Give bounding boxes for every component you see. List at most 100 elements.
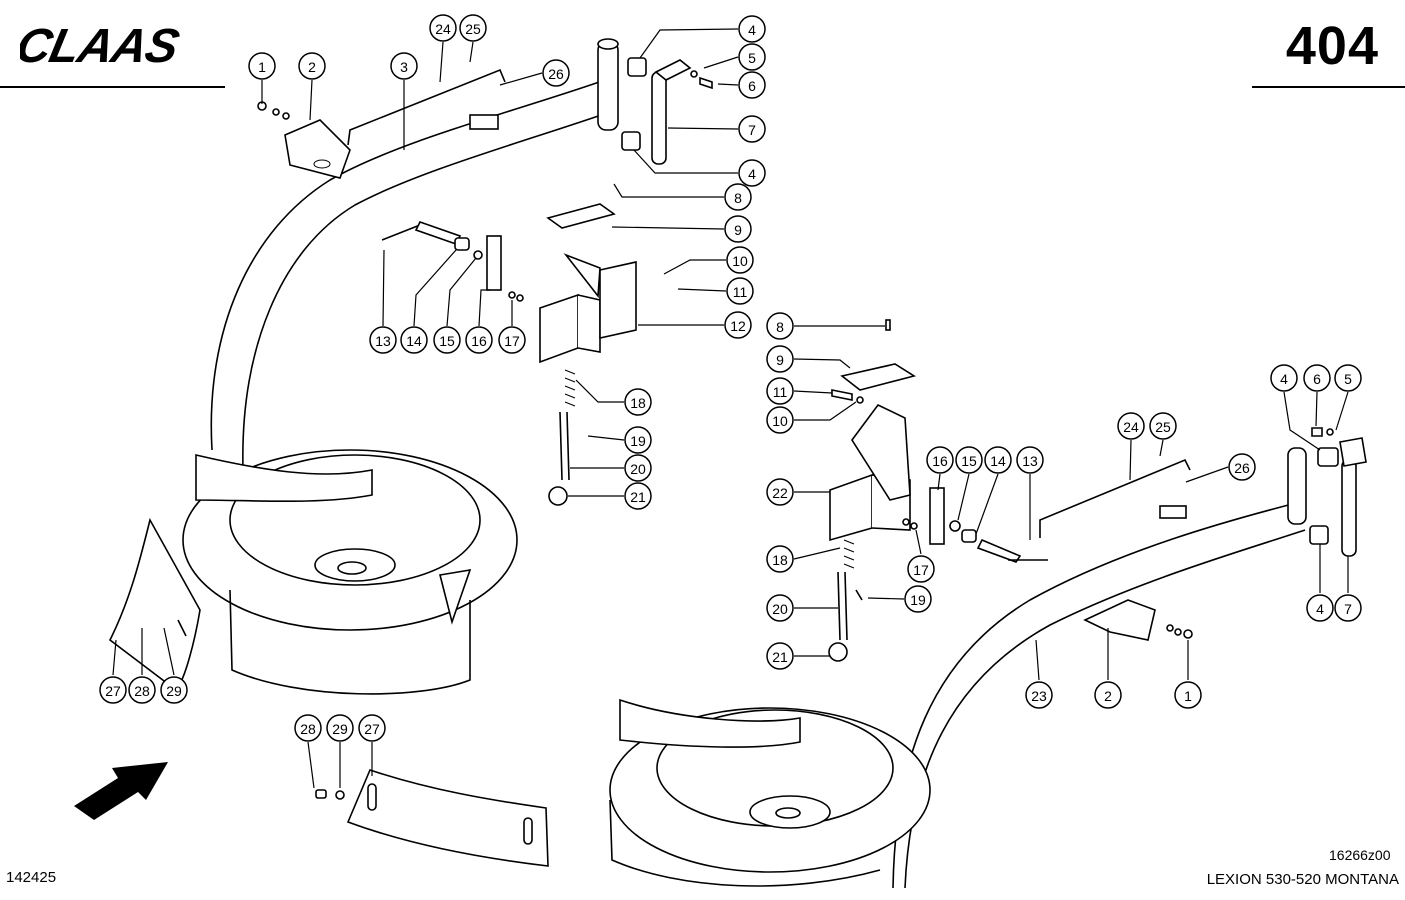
left-assembly — [108, 38, 713, 695]
callout-6: 6 — [1303, 364, 1331, 392]
callout-23: 23 — [1025, 681, 1053, 709]
callout-11: 11 — [766, 377, 794, 405]
callout-label: 6 — [748, 78, 756, 94]
callout-label: 24 — [1123, 419, 1139, 435]
callout-circle — [926, 446, 954, 474]
callout-label: 9 — [776, 352, 784, 368]
callout-label: 17 — [504, 333, 520, 349]
callout-18: 18 — [766, 545, 794, 573]
callout-label: 14 — [406, 333, 422, 349]
callout-1: 1 — [1174, 681, 1202, 709]
callout-circle — [1334, 364, 1362, 392]
callout-circle — [1270, 364, 1298, 392]
callout-label: 12 — [730, 318, 746, 334]
post-tube-right — [1287, 447, 1307, 525]
callout-circle — [738, 71, 766, 99]
callout-12: 12 — [724, 311, 752, 339]
callout-9: 9 — [766, 345, 794, 373]
right-assembly — [609, 319, 1367, 889]
callout-label: 3 — [400, 59, 408, 75]
callout-circle — [294, 714, 322, 742]
callout-label: 23 — [1031, 688, 1047, 704]
callout-4: 4 — [738, 15, 766, 43]
callout-circle — [766, 478, 794, 506]
svg-text:CLAAS: CLAAS — [20, 22, 183, 68]
pin-left — [651, 71, 667, 165]
callout-circle — [498, 326, 526, 354]
callout-circle — [400, 326, 428, 354]
callout-label: 17 — [913, 562, 929, 578]
callout-5: 5 — [1334, 364, 1362, 392]
knob-21-right — [828, 642, 848, 662]
callout-label: 20 — [772, 601, 788, 617]
callout-label: 25 — [465, 21, 481, 37]
callout-circle — [724, 215, 752, 243]
callout-29: 29 — [160, 676, 188, 704]
callout-label: 24 — [435, 21, 451, 37]
callout-circle — [542, 59, 570, 87]
callout-circle — [1094, 681, 1122, 709]
callout-label: 22 — [772, 485, 788, 501]
callout-29: 29 — [326, 714, 354, 742]
callout-label: 5 — [1344, 371, 1352, 387]
callout-label: 16 — [471, 333, 487, 349]
callout-circle — [624, 388, 652, 416]
callout-label: 20 — [630, 461, 646, 477]
callout-circle — [433, 326, 461, 354]
callout-13: 13 — [1016, 446, 1044, 474]
callout-26: 26 — [542, 59, 570, 87]
callout-16: 16 — [926, 446, 954, 474]
callout-label: 4 — [1316, 601, 1324, 617]
callout-circle — [358, 714, 386, 742]
callout-label: 10 — [772, 413, 788, 429]
callout-24: 24 — [429, 14, 457, 42]
shield-left — [108, 517, 201, 692]
callout-10: 10 — [766, 406, 794, 434]
callout-2: 2 — [298, 52, 326, 80]
callout-label: 26 — [1234, 460, 1250, 476]
callout-circle — [724, 311, 752, 339]
callout-25: 25 — [1149, 412, 1177, 440]
callout-22: 22 — [766, 478, 794, 506]
callout-circle — [298, 52, 326, 80]
callout-label: 16 — [932, 453, 948, 469]
bushing-bottom-left — [621, 131, 641, 151]
callout-label: 18 — [772, 552, 788, 568]
rod-left — [347, 68, 506, 146]
callout-circle — [738, 159, 766, 187]
callout-circle — [907, 555, 935, 583]
callout-label: 1 — [1184, 688, 1192, 704]
callout-circle — [766, 545, 794, 573]
callout-circle — [955, 446, 983, 474]
bracket-right — [1083, 599, 1156, 641]
bracket-12-left — [539, 293, 579, 364]
callout-19: 19 — [624, 426, 652, 454]
callout-label: 5 — [748, 50, 756, 66]
bushing-top-left — [627, 57, 647, 77]
callout-circle — [624, 482, 652, 510]
callout-21: 21 — [766, 642, 794, 670]
frame-tube-left — [210, 79, 606, 451]
callout-6: 6 — [738, 71, 766, 99]
callout-20: 20 — [624, 454, 652, 482]
post-tube-left — [597, 41, 619, 131]
model-label: LEXION 530-520 MONTANA — [1206, 871, 1399, 888]
callout-circle — [766, 377, 794, 405]
callout-2: 2 — [1094, 681, 1122, 709]
plate-9-left — [546, 203, 616, 229]
callout-circle — [766, 642, 794, 670]
direction-arrow — [74, 762, 168, 820]
callout-circle — [465, 326, 493, 354]
callout-circle — [766, 594, 794, 622]
header-rule-right — [1252, 86, 1405, 88]
callout-label: 18 — [630, 395, 646, 411]
callout-circle — [726, 246, 754, 274]
callout-4: 4 — [738, 159, 766, 187]
callout-circle — [390, 52, 418, 80]
callout-circle — [766, 312, 794, 340]
callout-circle — [1117, 412, 1145, 440]
callout-10: 10 — [726, 246, 754, 274]
callout-label: 8 — [734, 190, 742, 206]
